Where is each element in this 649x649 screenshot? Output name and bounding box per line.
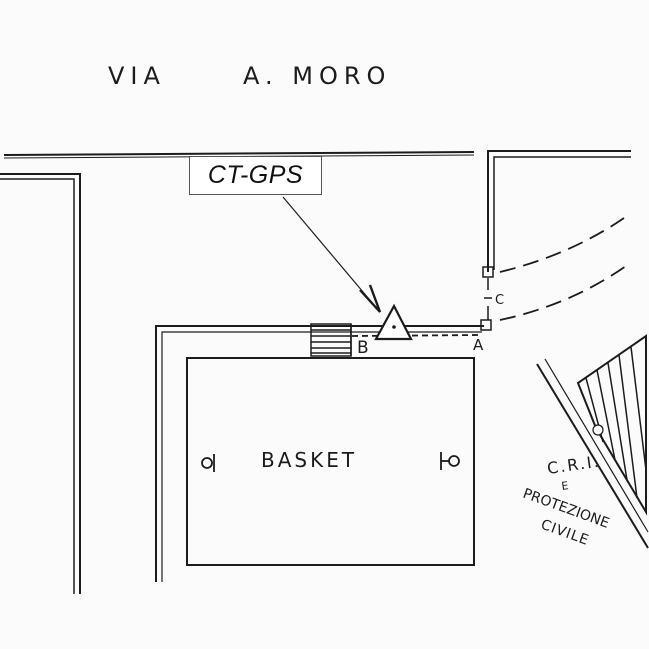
- cri-marker-dot: [592, 424, 604, 436]
- basket-label: BASKET: [261, 448, 357, 472]
- right-wall-outer: [487, 150, 631, 272]
- cri-label-line2: E: [561, 479, 570, 493]
- gate-post-upper: [482, 266, 494, 278]
- right-wall-inner: [493, 156, 631, 270]
- cri-hatched-building: [576, 334, 647, 516]
- callout-arrowhead: [359, 284, 382, 313]
- cri-label-line1: C.R.I.: [546, 452, 602, 478]
- hoop-right-icon: [440, 452, 460, 470]
- point-a-label: A: [473, 336, 484, 354]
- left-building-inner: [0, 178, 75, 594]
- hoop-left-icon: [201, 454, 215, 472]
- gate-swing-arc-1: [499, 217, 625, 273]
- ct-gps-callout-label: CT-GPS: [207, 161, 304, 189]
- basketball-court: [186, 357, 475, 566]
- point-c-label: C: [495, 293, 504, 308]
- street-edge-line: [3, 151, 475, 156]
- gate-swing-arc-2: [499, 265, 627, 321]
- callout-leader-line: [282, 196, 375, 306]
- point-b-label: B: [357, 338, 369, 358]
- ct-gps-callout: CT-GPS: [189, 156, 322, 195]
- street-label-name: A. MORO: [243, 62, 391, 90]
- cri-wall-outer: [536, 363, 649, 549]
- court-wall-outer: [155, 325, 484, 582]
- left-building-outer: [0, 173, 81, 594]
- survey-line-b-a: [351, 334, 483, 337]
- street-label-via: VIA: [108, 62, 166, 90]
- triangle-marker-icon: [374, 303, 413, 341]
- cri-wall-inner: [544, 358, 649, 533]
- entrance-steps: [310, 323, 352, 357]
- court-wall-inner: [161, 331, 482, 582]
